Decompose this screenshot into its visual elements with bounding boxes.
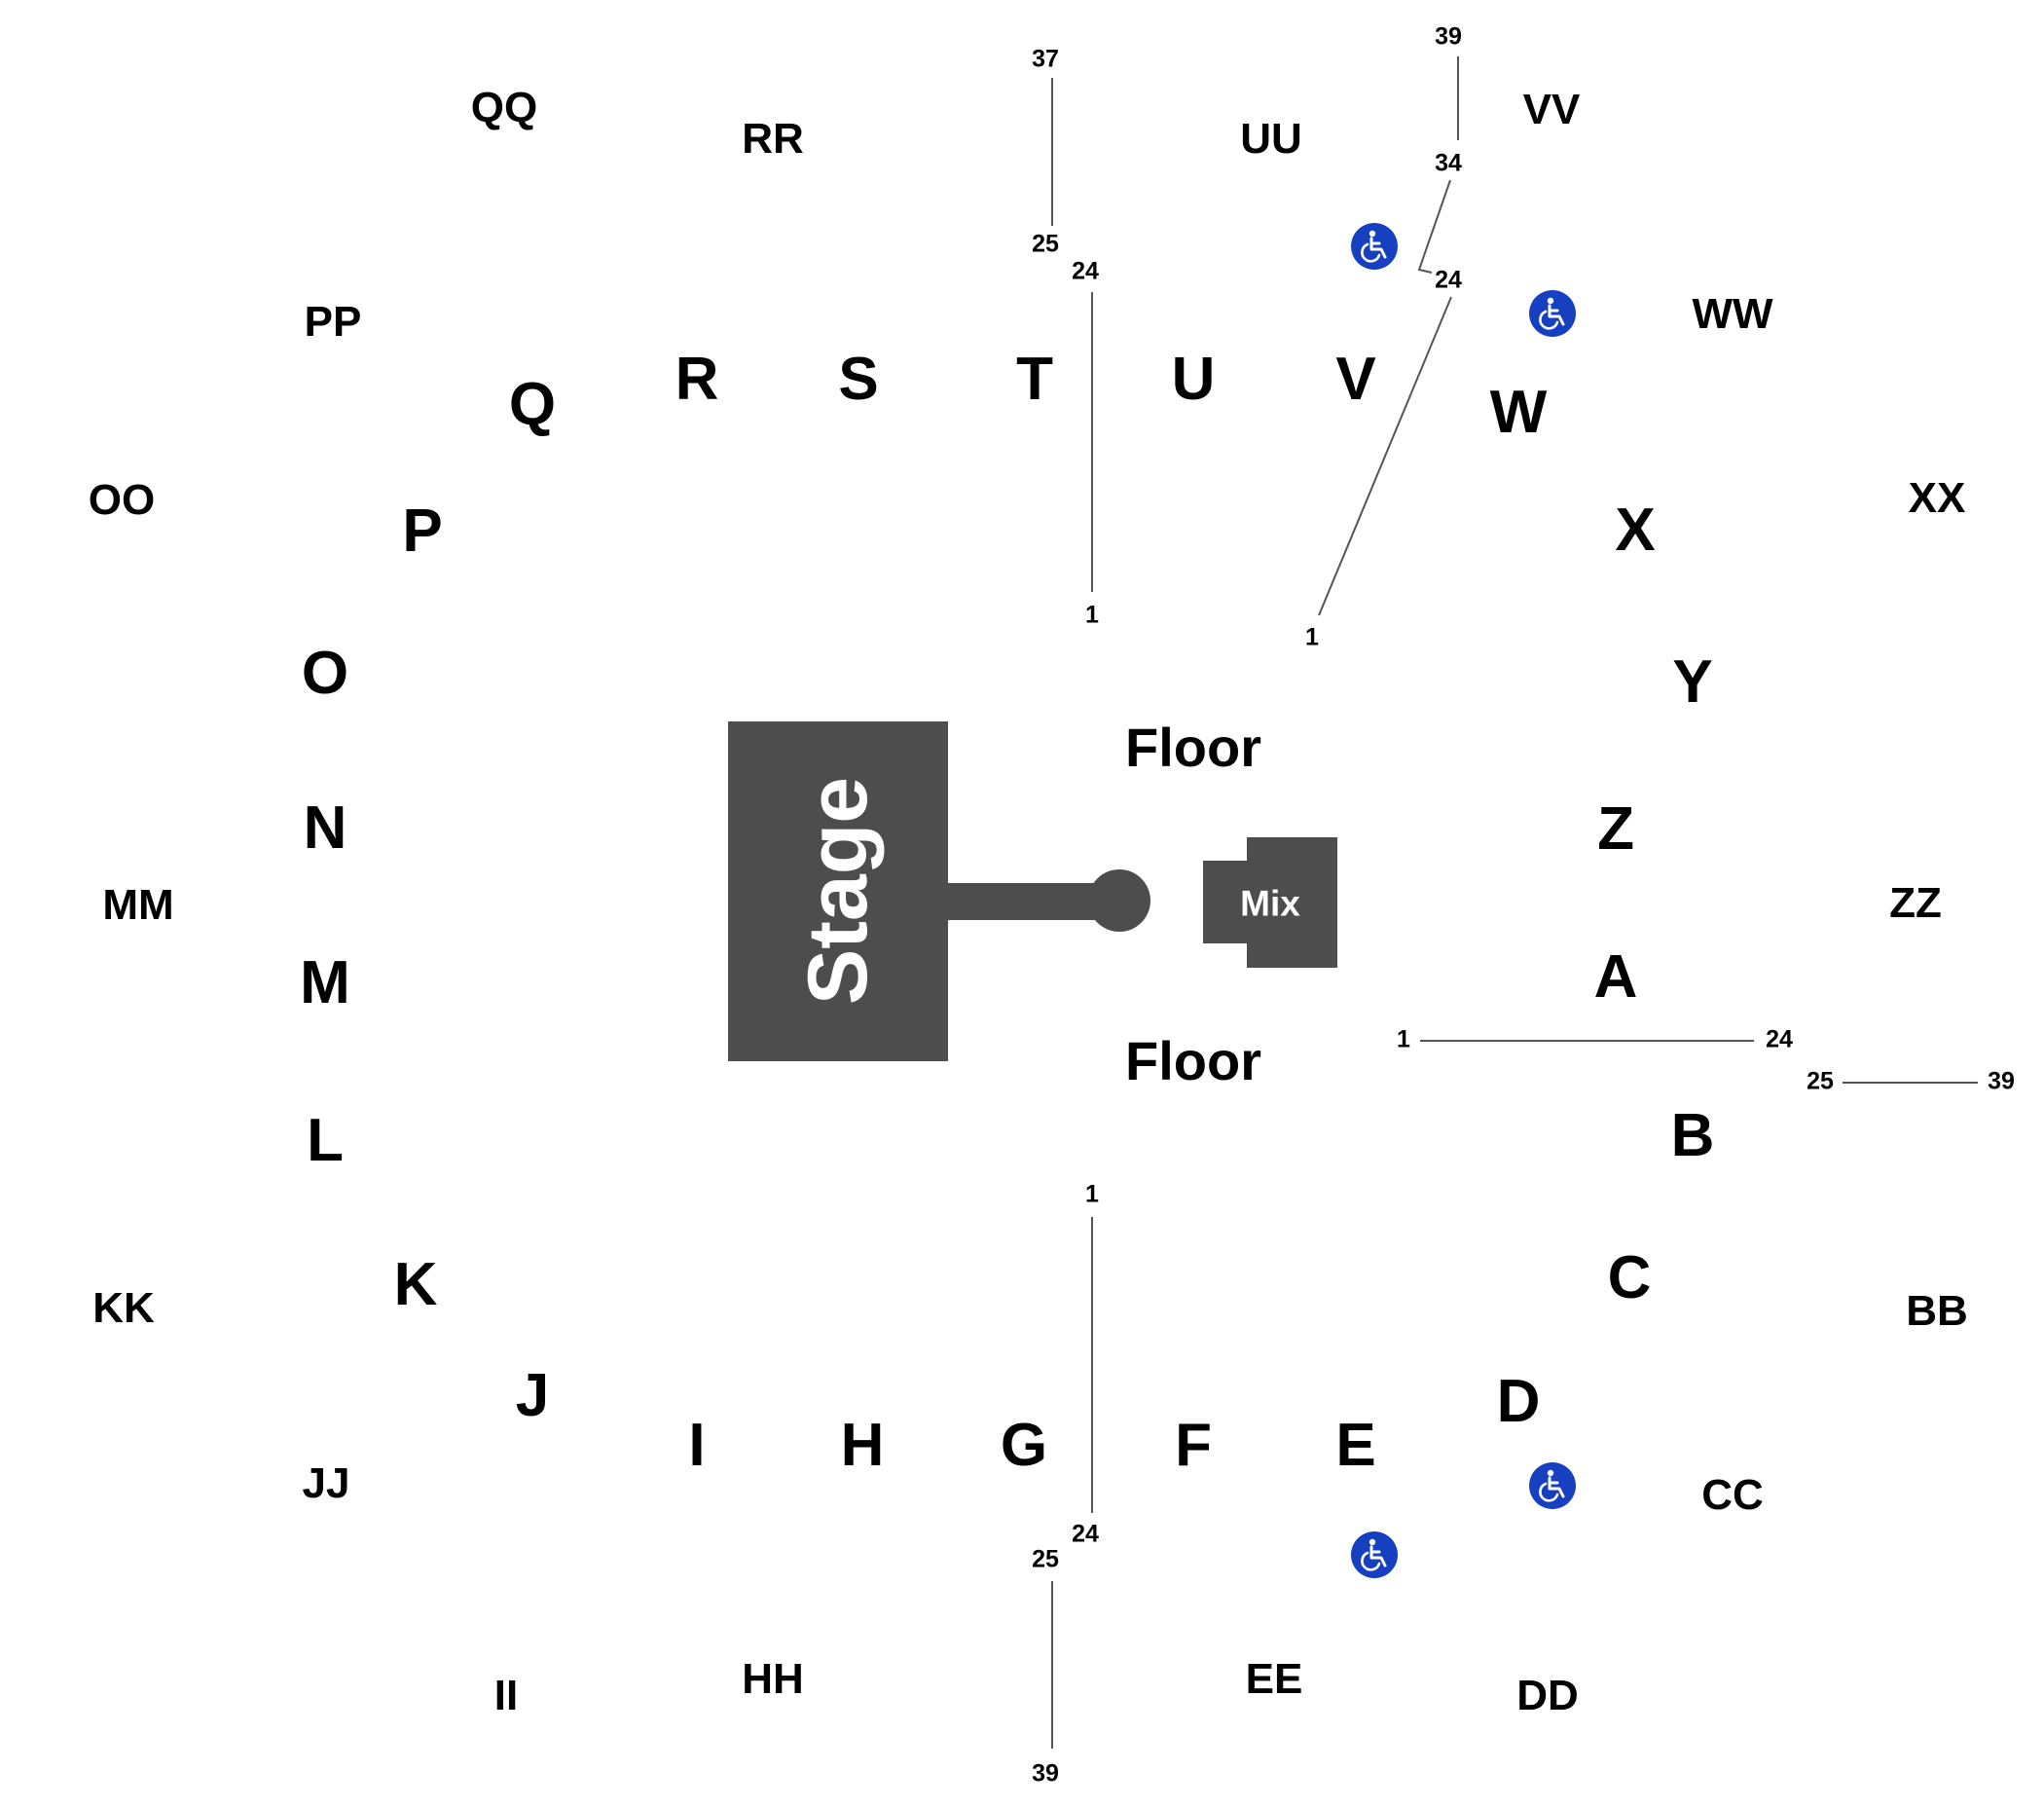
- wheelchair-icon[interactable]: [1529, 290, 1576, 337]
- wheelchair-icon[interactable]: [1351, 1531, 1398, 1578]
- section-v[interactable]: V: [1335, 346, 1376, 413]
- section-y[interactable]: Y: [1672, 648, 1713, 716]
- section-a[interactable]: A: [1593, 943, 1638, 1011]
- section-o[interactable]: O: [301, 640, 349, 707]
- section-p[interactable]: P: [402, 498, 443, 565]
- section-xx[interactable]: XX: [1908, 474, 1966, 522]
- section-ee[interactable]: EE: [1245, 1655, 1303, 1703]
- seat-number: 1: [1305, 623, 1319, 651]
- mix-label: Mix: [1240, 883, 1300, 924]
- section-k[interactable]: K: [393, 1251, 438, 1318]
- section-bb[interactable]: BB: [1906, 1287, 1968, 1335]
- wheelchair-icon[interactable]: [1351, 223, 1398, 270]
- section-pp[interactable]: PP: [304, 298, 362, 346]
- seat-number: 1: [1085, 601, 1099, 629]
- stage-label: Stage: [791, 776, 885, 1006]
- section-q[interactable]: Q: [508, 371, 557, 438]
- seat-number: 1: [1397, 1025, 1410, 1053]
- section-x[interactable]: X: [1615, 497, 1656, 564]
- section-z[interactable]: Z: [1597, 795, 1634, 863]
- stage-runway-end: [1088, 869, 1150, 932]
- seat-number: 24: [1072, 257, 1099, 285]
- section-u[interactable]: U: [1171, 346, 1216, 413]
- section-mm[interactable]: MM: [102, 881, 174, 929]
- section-vv[interactable]: VV: [1522, 86, 1581, 133]
- floor-section-lower[interactable]: Floor: [1125, 1030, 1261, 1091]
- seat-number: 24: [1072, 1520, 1099, 1548]
- wheelchair-glyph: [1539, 1469, 1565, 1502]
- section-jj[interactable]: JJ: [302, 1459, 350, 1507]
- section-ii[interactable]: II: [493, 1672, 519, 1719]
- section-b[interactable]: B: [1670, 1102, 1715, 1169]
- seat-number: 25: [1032, 230, 1059, 258]
- section-ww[interactable]: WW: [1692, 290, 1773, 338]
- section-dd[interactable]: DD: [1516, 1672, 1579, 1719]
- section-rr[interactable]: RR: [742, 115, 804, 163]
- seat-number: 24: [1435, 266, 1462, 294]
- section-r[interactable]: R: [675, 346, 719, 413]
- section-t[interactable]: T: [1016, 346, 1053, 413]
- section-h[interactable]: H: [840, 1412, 885, 1479]
- section-d[interactable]: D: [1496, 1368, 1541, 1435]
- seat-line-upper-right-bend: [1417, 179, 1451, 274]
- section-f[interactable]: F: [1175, 1412, 1212, 1479]
- seat-number: 39: [1988, 1067, 2015, 1095]
- mix-booth[interactable]: [1247, 837, 1337, 968]
- floor-section-upper[interactable]: Floor: [1125, 717, 1261, 778]
- section-i[interactable]: I: [688, 1412, 706, 1479]
- wheelchair-glyph: [1361, 230, 1387, 263]
- seat-number: 25: [1032, 1545, 1059, 1573]
- section-w[interactable]: W: [1489, 379, 1548, 446]
- section-qq[interactable]: QQ: [470, 84, 538, 131]
- seat-number: 39: [1032, 1759, 1059, 1788]
- mix-booth-wing: [1203, 861, 1250, 943]
- seat-number: 1: [1085, 1180, 1099, 1208]
- section-cc[interactable]: CC: [1701, 1471, 1764, 1519]
- seat-line-upper-right-inner: [1318, 296, 1452, 616]
- stage[interactable]: [728, 721, 948, 1061]
- section-e[interactable]: E: [1335, 1412, 1376, 1479]
- section-m[interactable]: M: [300, 949, 350, 1016]
- section-l[interactable]: L: [307, 1107, 344, 1174]
- seat-number: 39: [1435, 22, 1462, 51]
- section-uu[interactable]: UU: [1240, 115, 1302, 163]
- section-oo[interactable]: OO: [88, 476, 156, 524]
- stage-runway: [946, 883, 1112, 920]
- section-kk[interactable]: KK: [92, 1284, 155, 1332]
- section-hh[interactable]: HH: [742, 1655, 804, 1703]
- wheelchair-glyph: [1539, 297, 1565, 330]
- seat-number: 25: [1807, 1067, 1834, 1095]
- section-s[interactable]: S: [838, 346, 879, 413]
- section-g[interactable]: G: [1000, 1412, 1048, 1479]
- seat-number: 24: [1766, 1025, 1793, 1053]
- section-j[interactable]: J: [515, 1362, 550, 1429]
- section-n[interactable]: N: [303, 794, 347, 862]
- seat-number: 37: [1032, 45, 1059, 73]
- seat-number: 34: [1435, 149, 1462, 177]
- wheelchair-icon[interactable]: [1529, 1462, 1576, 1509]
- section-c[interactable]: C: [1607, 1244, 1652, 1311]
- section-zz[interactable]: ZZ: [1889, 879, 1942, 927]
- wheelchair-glyph: [1361, 1538, 1387, 1571]
